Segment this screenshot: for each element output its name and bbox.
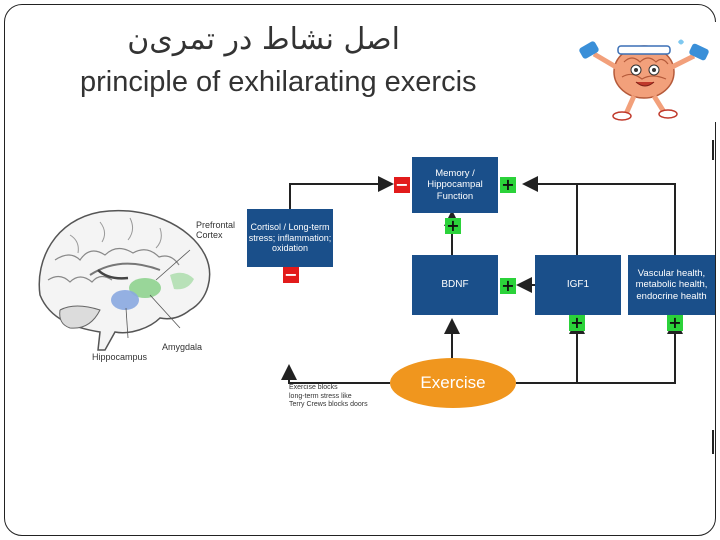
minus-sign-cortisol-memory: − [394,175,410,194]
exercise-caption: Exercise blocks long-term stress like Te… [289,384,368,410]
box-cortisol-stress: Cortisol / Long-term stress; inflammatio… [247,209,333,267]
label-amygdala: Amygdala [162,342,203,352]
box-vascular-health: Vascular health, metabolic health, endoc… [628,255,715,315]
plus-sign-igf1-memory: + [500,175,516,194]
exercising-brain-mascot-icon [566,22,716,122]
caption-line: Exercise blocks [289,384,338,391]
slide-title-english: principle of exhilarating exercis [80,66,477,98]
exercise-node: Exercise [390,358,516,408]
minus-sign-cortisol: − [283,265,299,284]
edge-divider [712,140,714,160]
plus-sign-exercise-igf1: + [569,313,585,332]
caption-line: long-term stress like [289,392,352,400]
box-memory-hippocampal: Memory / Hippocampal Function [412,157,498,213]
plus-sign-bdnf-memory: + [445,216,461,235]
slide-frame [4,4,716,536]
box-igf1: IGF1 [535,255,621,315]
caption-line: Terry Crews blocks doors [289,401,368,408]
plus-sign-igf1-bdnf: + [500,276,516,295]
brain-illustration-icon [38,209,211,351]
label-prefrontal-cortex: Prefrontal Cortex [196,220,236,240]
label-hippocampus: Hippocampus [92,352,148,362]
box-bdnf: BDNF [412,255,498,315]
slide-title-persian: اصل نشاط در تمری‌ن [127,22,400,57]
edge-divider [712,430,714,454]
plus-sign-exercise-vascular: + [667,313,683,332]
